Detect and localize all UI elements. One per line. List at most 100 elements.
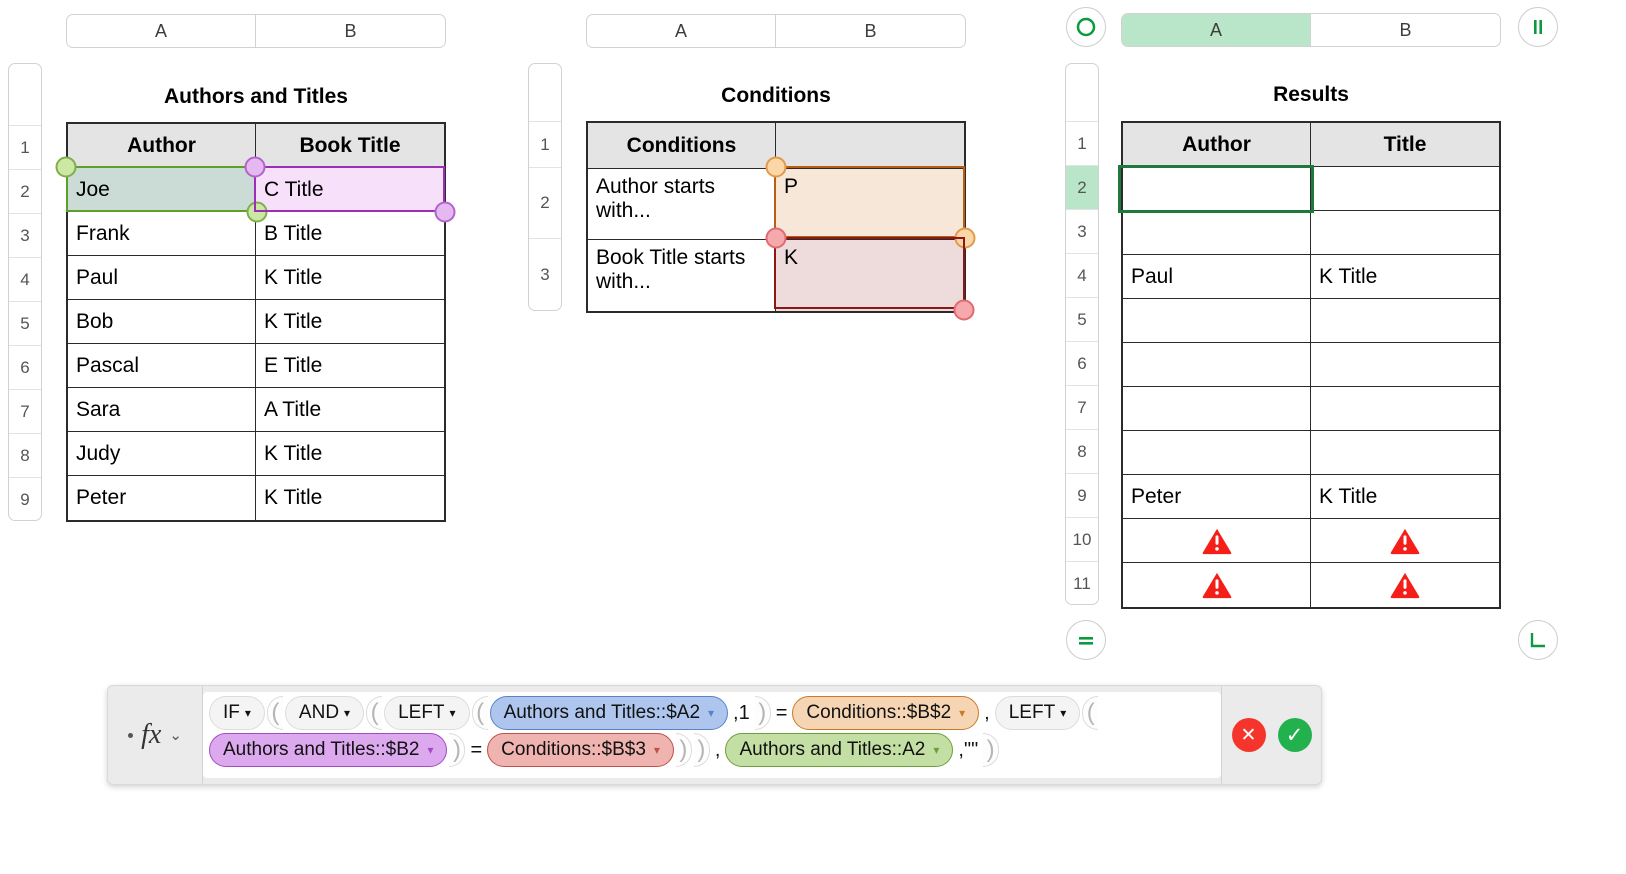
reference-handle-purple-topleft[interactable] (244, 156, 266, 178)
row-header-8[interactable]: 8 (1066, 430, 1098, 474)
chevron-down-icon[interactable]: ▾ (1060, 706, 1067, 720)
add-columns-handle-button[interactable] (1518, 7, 1558, 47)
cell-a2[interactable]: Author starts with... (588, 169, 776, 239)
conditions-table[interactable]: Conditions Author starts with... P Book … (586, 121, 966, 313)
table-row[interactable]: Paul K Title (1123, 255, 1499, 299)
formula-token-list[interactable]: IF▾(AND▾(LEFT▾(Authors and Titles::$A2▾,… (203, 692, 1221, 778)
table-select-handle-button[interactable] (1066, 7, 1106, 47)
cell-a7[interactable] (1123, 387, 1311, 430)
cell-b9[interactable]: K Title (264, 486, 323, 509)
resize-table-handle-button[interactable] (1518, 620, 1558, 660)
chevron-down-icon[interactable]: ▾ (427, 743, 434, 757)
row-header-1[interactable]: 1 (1066, 122, 1098, 166)
conditions-row-header-bar[interactable]: 1 2 3 (528, 63, 562, 311)
cell-b7[interactable] (1311, 387, 1499, 430)
row-header-11[interactable]: 11 (1073, 574, 1091, 593)
cell-a8[interactable] (1123, 431, 1311, 474)
table-row[interactable] (1123, 211, 1499, 255)
cell-b5[interactable]: K Title (264, 309, 323, 333)
cell-a11[interactable] (1123, 563, 1311, 607)
formula-cell-reference-token[interactable]: Authors and Titles::A2▾ (725, 733, 954, 767)
table-row[interactable]: Bob K Title (68, 300, 444, 344)
reference-handle-green-bottomright[interactable] (246, 201, 268, 223)
results-column-header-bar[interactable]: A B (1121, 13, 1501, 47)
formula-function-menu[interactable]: fx ⌄ (108, 686, 203, 784)
formula-function-token[interactable]: AND▾ (284, 696, 365, 730)
cell-b2[interactable]: P (776, 169, 964, 239)
cell-b11[interactable] (1311, 563, 1499, 607)
column-header-a[interactable]: A (587, 15, 776, 47)
column-header-b[interactable]: B (344, 20, 357, 41)
reference-handle-red-topleft[interactable] (765, 227, 787, 249)
cell-a6[interactable]: Pascal (68, 344, 256, 387)
cell-b3[interactable]: B Title (264, 221, 323, 245)
table-row[interactable]: Paul K Title (68, 256, 444, 300)
chevron-down-icon[interactable]: ▾ (344, 706, 351, 720)
reference-handle-red-bottomright[interactable] (953, 299, 975, 321)
cell-a5[interactable] (1123, 299, 1311, 342)
table-row[interactable]: Frank B Title (68, 212, 444, 256)
table-row[interactable] (1123, 387, 1499, 431)
row-header-1[interactable]: 1 (9, 126, 41, 170)
results-table[interactable]: Author Title Paul K Title (1121, 121, 1501, 609)
cell-b8[interactable] (1311, 431, 1499, 474)
cell-b7[interactable]: A Title (264, 397, 322, 421)
cell-a2[interactable]: Joe (68, 168, 256, 211)
authors-and-titles-table[interactable]: Author Book Title Joe C Title Frank B Ti… (66, 122, 446, 522)
row-header-8[interactable]: 8 (9, 434, 41, 478)
cell-a6[interactable] (1123, 343, 1311, 386)
cell-a8[interactable]: Judy (68, 432, 256, 475)
row-header-9[interactable]: 9 (20, 490, 30, 509)
cell-a9[interactable]: Peter (1123, 475, 1311, 518)
table-row[interactable]: Judy K Title (68, 432, 444, 476)
cell-b2[interactable]: C Title (256, 168, 444, 211)
formula-cell-reference-token[interactable]: Conditions::$B$3▾ (487, 733, 674, 767)
cell-a3[interactable]: Book Title starts with... (588, 240, 776, 311)
cell-b10[interactable] (1311, 519, 1499, 562)
table-row[interactable]: Author starts with... P (588, 169, 964, 240)
chevron-down-icon[interactable]: ⌄ (169, 727, 182, 744)
formula-cell-reference-token[interactable]: Authors and Titles::$B2▾ (209, 733, 448, 767)
formula-function-token[interactable]: LEFT▾ (994, 696, 1081, 730)
row-header-9[interactable]: 9 (1066, 474, 1098, 518)
row-header-5[interactable]: 5 (9, 302, 41, 346)
chevron-down-icon[interactable]: ▾ (653, 743, 660, 757)
cell-a7[interactable]: Sara (68, 388, 256, 431)
row-header-5[interactable]: 5 (1066, 298, 1098, 342)
column-header-a[interactable]: A (1122, 14, 1311, 46)
formula-function-token[interactable]: IF▾ (209, 696, 265, 730)
table-row[interactable]: Peter K Title (68, 476, 444, 520)
header-cell-blank[interactable] (776, 123, 964, 168)
table-row[interactable] (1123, 299, 1499, 343)
column-header-b[interactable]: B (1399, 19, 1412, 40)
cell-b3[interactable]: K (776, 240, 964, 311)
reference-handle-orange-topleft[interactable] (765, 156, 787, 178)
table-row[interactable]: Peter K Title (1123, 475, 1499, 519)
row-header-10[interactable]: 10 (1066, 518, 1098, 562)
cell-a9[interactable]: Peter (68, 476, 256, 520)
row-header-4[interactable]: 4 (1066, 254, 1098, 298)
formula-function-token[interactable]: LEFT▾ (384, 696, 470, 730)
cell-a4[interactable]: Paul (68, 256, 256, 299)
header-cell-author[interactable]: Author (1123, 123, 1311, 166)
header-cell-book-title[interactable]: Book Title (256, 124, 444, 167)
cancel-button[interactable]: ✕ (1231, 718, 1266, 752)
row-header-2[interactable]: 2 (9, 170, 41, 214)
chevron-down-icon[interactable]: ▾ (959, 706, 966, 720)
chevron-down-icon[interactable]: ▾ (244, 706, 251, 720)
table-row[interactable] (1123, 519, 1499, 563)
header-cell-title[interactable]: Title (1311, 123, 1499, 166)
row-header-3[interactable]: 3 (540, 264, 550, 284)
authors-column-header-bar[interactable]: A B (66, 14, 446, 48)
row-header-4[interactable]: 4 (9, 258, 41, 302)
table-row[interactable]: Book Title starts with... K (588, 240, 964, 311)
column-header-b[interactable]: B (864, 20, 877, 41)
chevron-down-icon[interactable]: ▾ (933, 743, 940, 757)
cell-b8[interactable]: K Title (264, 441, 323, 465)
table-row[interactable] (1123, 343, 1499, 387)
cell-b6[interactable] (1311, 343, 1499, 386)
header-cell-conditions[interactable]: Conditions (588, 123, 776, 168)
table-row[interactable]: Pascal E Title (68, 344, 444, 388)
header-cell-author[interactable]: Author (68, 124, 256, 167)
formula-editor[interactable]: fx ⌄ IF▾(AND▾(LEFT▾(Authors and Titles::… (107, 685, 1322, 785)
